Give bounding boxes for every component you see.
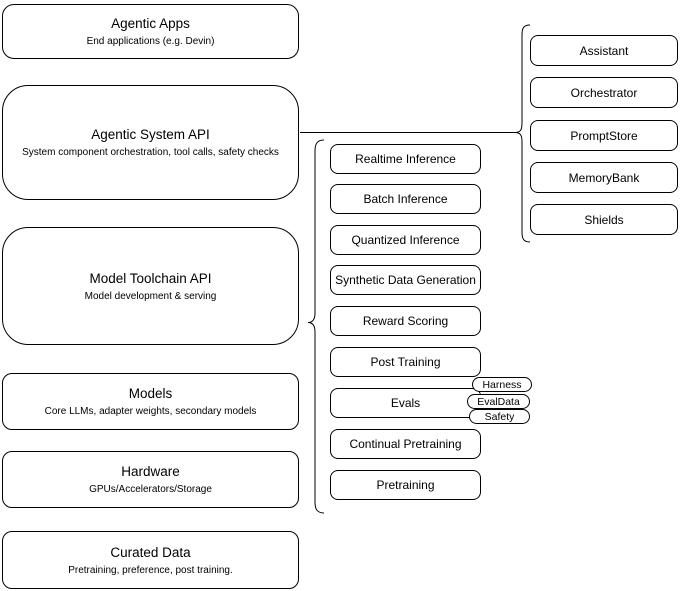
node-curated-data: Curated Data Pretraining, preference, po… (2, 531, 299, 589)
node-pretraining: Pretraining (330, 470, 481, 500)
node-subtitle: Model development & serving (84, 290, 217, 302)
node-memorybank: MemoryBank (530, 162, 678, 193)
node-subtitle: End applications (e.g. Devin) (86, 36, 215, 47)
node-title: Models (128, 386, 173, 401)
node-batch-inference: Batch Inference (330, 184, 481, 214)
node-realtime-inference: Realtime Inference (330, 144, 481, 174)
node-promptstore: PromptStore (530, 120, 678, 151)
node-title: Agentic System API (91, 127, 210, 142)
node-title: Hardware (121, 464, 180, 479)
node-synthetic-data-generation: Synthetic Data Generation (330, 265, 481, 295)
components-brace (514, 24, 531, 243)
node-shields: Shields (530, 204, 678, 235)
node-title: Agentic Apps (111, 16, 190, 31)
tag-safety: Safety (469, 409, 530, 424)
node-post-training: Post Training (330, 347, 481, 377)
node-evals: Evals (330, 388, 481, 418)
node-model-toolchain-api: Model Toolchain API Model development & … (2, 227, 299, 345)
node-continual-pretraining: Continual Pretraining (330, 429, 481, 459)
node-assistant: Assistant (530, 35, 678, 66)
node-subtitle: GPUs/Accelerators/Storage (89, 484, 212, 495)
node-hardware: Hardware GPUs/Accelerators/Storage (2, 451, 299, 508)
node-subtitle: Core LLMs, adapter weights, secondary mo… (44, 406, 257, 417)
tag-harness: Harness (472, 377, 532, 392)
tag-evaldata: EvalData (467, 394, 530, 409)
node-orchestrator: Orchestrator (530, 77, 678, 108)
node-agentic-system-api: Agentic System API System component orch… (2, 85, 299, 200)
node-title: Curated Data (110, 544, 191, 560)
node-subtitle: Pretraining, preference, post training. (68, 564, 233, 576)
node-quantized-inference: Quantized Inference (330, 225, 481, 255)
node-subtitle: System component orchestration, tool cal… (22, 147, 279, 158)
node-models: Models Core LLMs, adapter weights, secon… (2, 373, 299, 430)
toolchain-brace (307, 139, 325, 514)
node-agentic-apps: Agentic Apps End applications (e.g. Devi… (2, 4, 299, 59)
node-title: Model Toolchain API (89, 270, 212, 286)
node-reward-scoring: Reward Scoring (330, 306, 481, 336)
